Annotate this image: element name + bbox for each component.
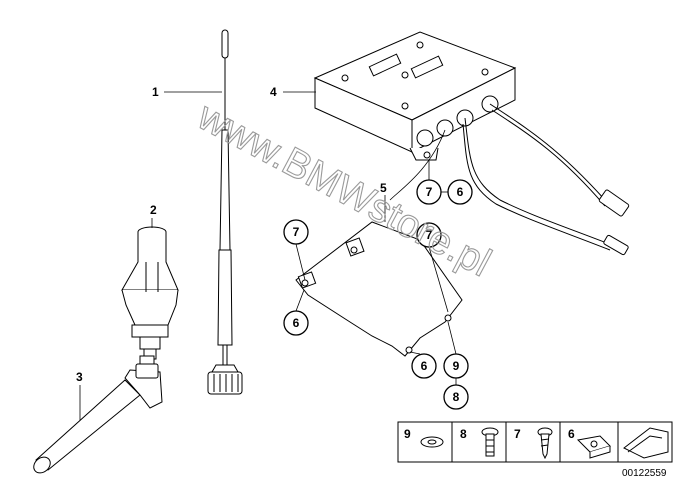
direction-arrow-icon bbox=[623, 427, 669, 459]
antenna-cables bbox=[389, 103, 613, 251]
svg-text:6: 6 bbox=[421, 359, 428, 373]
fasteners-legend: 9 8 7 6 bbox=[397, 421, 673, 463]
screw-icon bbox=[537, 427, 553, 460]
bolt-icon bbox=[481, 427, 499, 457]
callout-left-7: 7 bbox=[283, 219, 309, 245]
svg-text:7: 7 bbox=[426, 185, 433, 199]
cable-plugs bbox=[598, 189, 630, 256]
label-part-2: 2 bbox=[150, 203, 157, 217]
leader-right-7 bbox=[428, 246, 449, 313]
callout-top-6: 6 bbox=[447, 179, 473, 205]
part-4-amplifier-box bbox=[313, 31, 517, 161]
svg-text:7: 7 bbox=[426, 228, 433, 242]
svg-text:6: 6 bbox=[293, 316, 300, 330]
leader-bottom-6 bbox=[409, 351, 421, 355]
callout-bottom-8: 8 bbox=[443, 384, 469, 410]
callout-bottom-9: 9 bbox=[443, 353, 469, 379]
label-part-3: 3 bbox=[76, 370, 83, 384]
leader-left-6 bbox=[295, 289, 305, 312]
svg-text:6: 6 bbox=[457, 185, 464, 199]
callout-top-7: 7 bbox=[416, 179, 442, 205]
svg-text:8: 8 bbox=[453, 390, 460, 404]
svg-text:7: 7 bbox=[293, 225, 300, 239]
legend-label-7: 7 bbox=[514, 427, 521, 441]
clip-nut-icon bbox=[576, 435, 611, 459]
legend-label-9: 9 bbox=[404, 427, 411, 441]
callout-left-6: 6 bbox=[283, 310, 309, 336]
part-1-antenna-rod bbox=[207, 29, 243, 395]
leader-bottom-9 bbox=[447, 321, 457, 355]
label-part-5: 5 bbox=[380, 181, 387, 195]
label-part-1: 1 bbox=[152, 85, 159, 99]
label-part-4: 4 bbox=[270, 85, 277, 99]
part-code: 00122559 bbox=[622, 468, 667, 479]
part-3-angled-tube bbox=[33, 355, 163, 474]
legend-label-6: 6 bbox=[568, 427, 575, 441]
legend-label-8: 8 bbox=[460, 427, 467, 441]
svg-text:9: 9 bbox=[453, 359, 460, 373]
part-2-antenna-mount bbox=[121, 226, 179, 360]
leader-left-7 bbox=[295, 243, 306, 281]
washer-icon bbox=[420, 436, 444, 448]
callout-bottom-6: 6 bbox=[411, 353, 437, 379]
part-5-bracket bbox=[295, 221, 463, 357]
